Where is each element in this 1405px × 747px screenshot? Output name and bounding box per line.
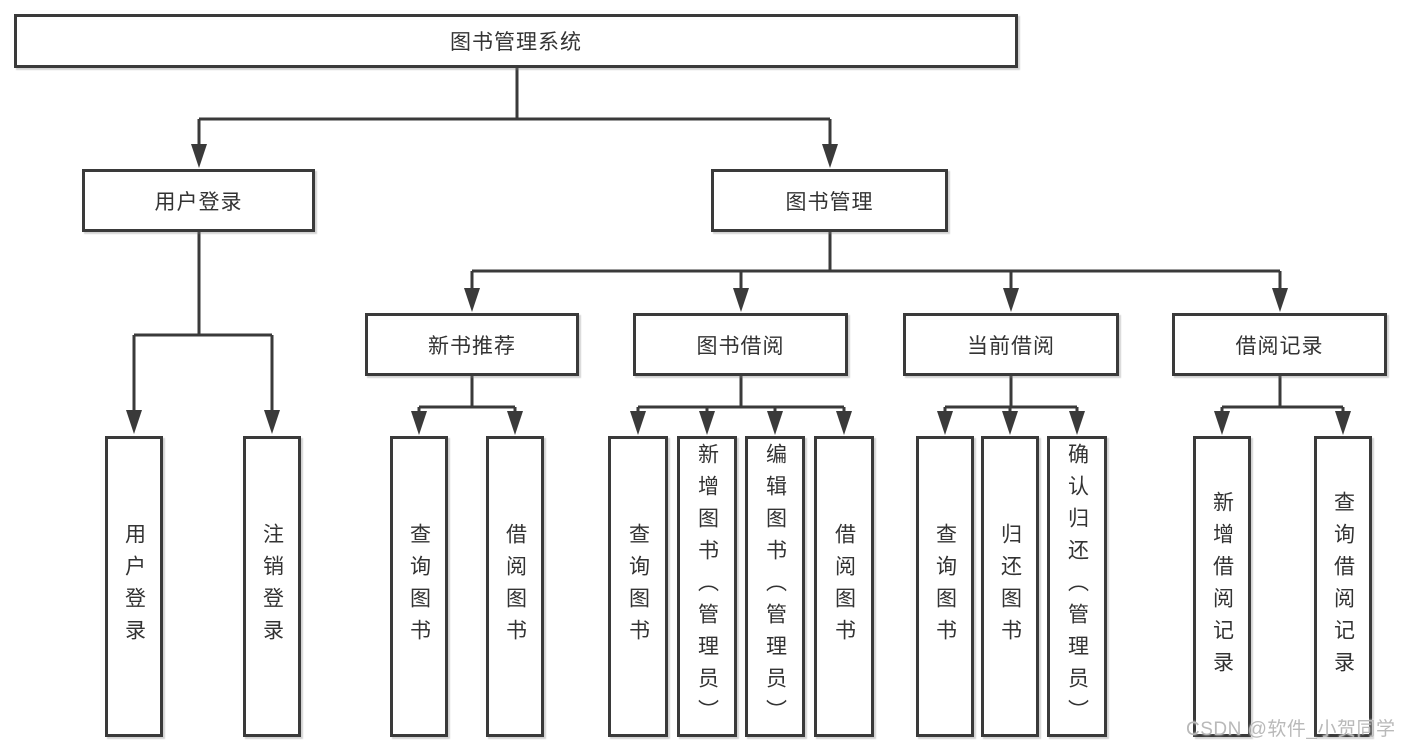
leaf-cb-query-books: 查询图书 — [916, 436, 974, 737]
node-current-borrow: 当前借阅 — [903, 313, 1119, 376]
node-current-borrow-label: 当前借阅 — [967, 334, 1055, 358]
csdn-watermark: CSDN @软件_小贺同学 — [1186, 719, 1396, 740]
node-book-borrow: 图书借阅 — [633, 313, 848, 376]
leaf-br-add-record-label: 新增借阅记录 — [1210, 490, 1234, 683]
leaf-bb-query-books: 查询图书 — [608, 436, 668, 737]
leaf-nbr-query-books-label: 查询图书 — [407, 522, 431, 651]
node-root: 图书管理系统 — [14, 14, 1018, 68]
leaf-cb-return-books: 归还图书 — [981, 436, 1039, 737]
leaf-cb-query-books-label: 查询图书 — [933, 522, 957, 651]
leaf-bb-add-books-admin: 新增图书（管理员） — [677, 436, 737, 737]
node-new-book-recommend-label: 新书推荐 — [428, 334, 516, 358]
leaf-br-query-record-label: 查询借阅记录 — [1331, 490, 1355, 683]
node-book-management: 图书管理 — [711, 169, 948, 232]
node-book-management-label: 图书管理 — [785, 190, 874, 214]
leaf-user-login-label: 用户登录 — [122, 522, 146, 651]
node-user-login: 用户登录 — [82, 169, 315, 232]
leaf-bb-query-books-label: 查询图书 — [626, 522, 650, 651]
leaf-logout-label: 注销登录 — [260, 522, 284, 651]
leaf-br-add-record: 新增借阅记录 — [1193, 436, 1251, 737]
node-root-label: 图书管理系统 — [450, 31, 582, 54]
node-book-borrow-label: 图书借阅 — [696, 334, 785, 358]
node-borrow-records: 借阅记录 — [1172, 313, 1387, 376]
leaf-cb-confirm-return-admin: 确认归还（管理员） — [1047, 436, 1107, 737]
leaf-cb-confirm-return-admin-label: 确认归还（管理员） — [1065, 442, 1089, 731]
leaf-bb-add-books-admin-label: 新增图书（管理员） — [695, 442, 719, 731]
leaf-bb-borrow-books: 借阅图书 — [814, 436, 874, 737]
leaf-br-query-record: 查询借阅记录 — [1314, 436, 1372, 737]
leaf-cb-return-books-label: 归还图书 — [998, 522, 1022, 651]
leaf-nbr-borrow-books: 借阅图书 — [486, 436, 544, 737]
leaf-logout: 注销登录 — [243, 436, 301, 737]
leaf-bb-borrow-books-label: 借阅图书 — [832, 522, 856, 651]
leaf-bb-edit-books-admin: 编辑图书（管理员） — [745, 436, 805, 737]
leaf-bb-edit-books-admin-label: 编辑图书（管理员） — [763, 442, 787, 731]
leaf-nbr-query-books: 查询图书 — [390, 436, 448, 737]
leaf-nbr-borrow-books-label: 借阅图书 — [503, 522, 527, 651]
node-user-login-label: 用户登录 — [154, 190, 243, 214]
node-new-book-recommend: 新书推荐 — [365, 313, 579, 376]
node-borrow-records-label: 借阅记录 — [1235, 334, 1324, 358]
leaf-user-login: 用户登录 — [105, 436, 163, 737]
